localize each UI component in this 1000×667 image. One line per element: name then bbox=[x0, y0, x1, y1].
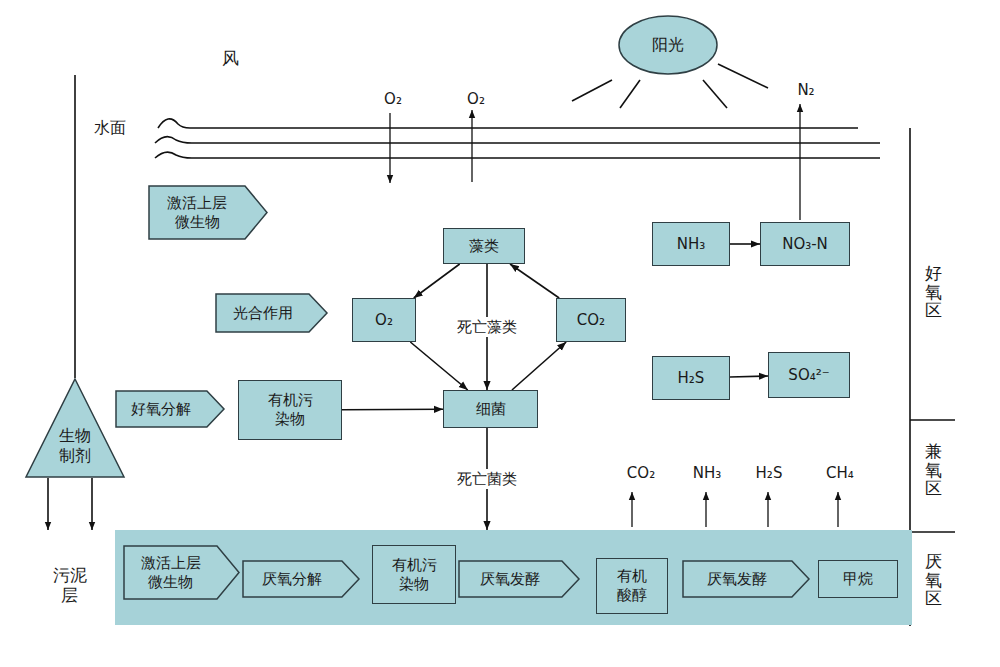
arrow-outline bbox=[459, 561, 579, 597]
node-text: CO₂ bbox=[577, 311, 605, 330]
node-content: 激活上层微生物 bbox=[148, 185, 268, 240]
node-text: NH₃ bbox=[677, 235, 706, 254]
process-box: H₂S bbox=[652, 356, 730, 400]
node-content: 阳光 bbox=[618, 15, 718, 75]
process-box: NH₃ bbox=[652, 222, 730, 266]
gas-arrows bbox=[390, 104, 838, 527]
process-box: SO₄²⁻ bbox=[768, 352, 850, 398]
node-text: 厌氧发酵 bbox=[707, 570, 767, 589]
node-text: 有机污染物 bbox=[389, 556, 439, 594]
process-box: NO₃-N bbox=[760, 222, 850, 266]
node-text: 有机酸醇 bbox=[615, 567, 650, 605]
sun-outline bbox=[619, 16, 717, 74]
free-label: CO₂ bbox=[627, 464, 655, 482]
arrow-box: 厌氧发酵 bbox=[458, 560, 580, 598]
flow-arrow bbox=[730, 375, 768, 378]
node-text: 有机污染物 bbox=[265, 391, 315, 429]
node-text: 激活上层微生物 bbox=[138, 554, 203, 592]
water-surface bbox=[155, 119, 880, 158]
node-text: 厌氧发酵 bbox=[480, 570, 540, 589]
process-box: 甲烷 bbox=[818, 560, 898, 598]
process-box: CO₂ bbox=[556, 298, 626, 342]
node-content: 有机污染物 bbox=[239, 381, 341, 439]
node-content: NH₃ bbox=[653, 223, 729, 265]
node-content: 有机污染物 bbox=[373, 546, 455, 603]
flow-arrow bbox=[730, 243, 760, 245]
node-content: 厌氧分解 bbox=[242, 560, 360, 598]
node-text: SO₄²⁻ bbox=[788, 366, 829, 385]
triangle-outline bbox=[26, 379, 124, 477]
node-content: 有机酸醇 bbox=[597, 559, 667, 613]
process-box: 细菌 bbox=[443, 390, 538, 428]
node-text: 甲烷 bbox=[843, 570, 873, 589]
node-text: 细菌 bbox=[476, 400, 506, 419]
flow-arrow bbox=[342, 408, 443, 410]
arrow-outline bbox=[216, 294, 327, 332]
flow-arrow bbox=[414, 264, 460, 298]
node-content: NO₃-N bbox=[761, 223, 849, 265]
arrow-box: 光合作用 bbox=[215, 293, 328, 333]
free-label: 污泥层 bbox=[51, 565, 88, 606]
edge-label: 死亡菌类 bbox=[454, 469, 520, 489]
arrow-box: 厌氧分解 bbox=[242, 560, 360, 598]
edge-label: 死亡藻类 bbox=[454, 317, 520, 337]
free-label: 水面 bbox=[94, 118, 126, 137]
process-box: O₂ bbox=[352, 298, 416, 342]
process-box: 有机酸醇 bbox=[596, 558, 668, 614]
zone-bracket bbox=[910, 128, 955, 626]
arrow-outline bbox=[124, 546, 239, 599]
flow-arrow bbox=[512, 342, 566, 390]
zone-label: 兼氧区 bbox=[925, 442, 942, 498]
flow-arrow bbox=[510, 264, 559, 298]
free-label: O₂ bbox=[384, 90, 402, 108]
node-text: 生物制剂 bbox=[57, 426, 94, 466]
sludge-zone-band: 激活上层微生物 厌氧分解 有机污染物 厌氧发酵 有机酸醇 厌氧发酵 甲烷 bbox=[115, 530, 912, 625]
process-box: 藻类 bbox=[443, 228, 525, 264]
node-text: H₂S bbox=[678, 369, 705, 388]
node-text: 藻类 bbox=[469, 237, 499, 256]
node-text: O₂ bbox=[375, 311, 393, 330]
node-content: 激活上层微生物 bbox=[123, 545, 240, 600]
arrow-outline bbox=[149, 186, 267, 239]
node-content: 藻类 bbox=[444, 229, 524, 263]
node-content: O₂ bbox=[353, 299, 415, 341]
node-content: SO₄²⁻ bbox=[769, 353, 849, 397]
arrow-outline bbox=[116, 391, 224, 427]
arrow-box: 激活上层微生物 bbox=[123, 545, 240, 600]
free-label: 风 bbox=[222, 48, 239, 68]
arrow-outline bbox=[243, 561, 359, 597]
zone-label: 好氧区 bbox=[925, 264, 942, 320]
free-label: N₂ bbox=[797, 81, 814, 99]
flow-arrow bbox=[410, 342, 467, 390]
arrow-outline bbox=[683, 561, 809, 597]
process-box: 有机污染物 bbox=[372, 545, 456, 604]
arrow-box: 好氧分解 bbox=[115, 390, 225, 428]
node-text: 厌氧分解 bbox=[262, 570, 322, 589]
node-text: 阳光 bbox=[652, 35, 684, 55]
free-label: H₂S bbox=[756, 464, 783, 482]
node-text: 光合作用 bbox=[233, 304, 293, 323]
node-content: 光合作用 bbox=[215, 293, 328, 333]
zone-label: 厌氧区 bbox=[925, 552, 942, 608]
free-label: NH₃ bbox=[693, 464, 722, 482]
node-text: 激活上层微生物 bbox=[165, 194, 230, 232]
node-text: 好氧分解 bbox=[131, 400, 191, 419]
node-content: 细菌 bbox=[444, 391, 537, 427]
node-content: 甲烷 bbox=[819, 561, 897, 597]
node-content: 生物制剂 bbox=[25, 378, 125, 478]
free-label: O₂ bbox=[467, 90, 485, 108]
arrow-box: 厌氧发酵 bbox=[682, 560, 810, 598]
node-content: 厌氧发酵 bbox=[458, 560, 580, 598]
free-label: CH₄ bbox=[826, 464, 854, 482]
node-text: NO₃-N bbox=[782, 235, 828, 254]
node-content: 好氧分解 bbox=[115, 390, 225, 428]
node-content: CO₂ bbox=[557, 299, 625, 341]
arrow-box: 激活上层微生物 bbox=[148, 185, 268, 240]
process-box: 有机污染物 bbox=[238, 380, 342, 440]
sun-ellipse: 阳光 bbox=[618, 15, 718, 75]
node-content: H₂S bbox=[653, 357, 729, 399]
node-content: 厌氧发酵 bbox=[682, 560, 810, 598]
agent-triangle: 生物制剂 bbox=[25, 378, 125, 478]
